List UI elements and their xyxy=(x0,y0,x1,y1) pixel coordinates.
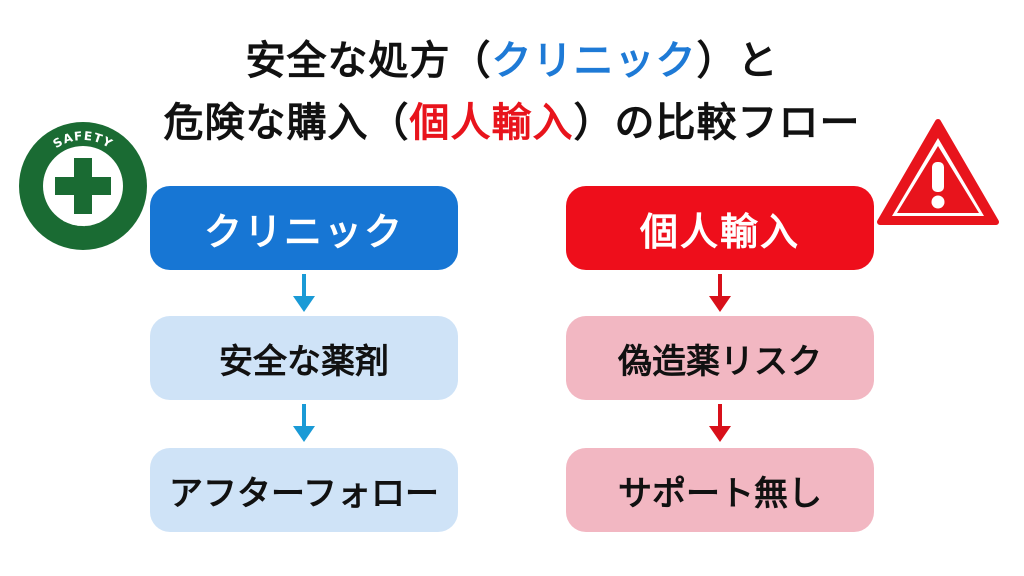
no-support-label: サポート無し xyxy=(618,473,822,514)
no-support-box: サポート無し xyxy=(566,448,874,532)
personal-import-header-label: 個人輸入 xyxy=(639,209,800,254)
title-line-1-prefix: 安全な処方（ xyxy=(245,38,492,84)
clinic-header-label: クリニック xyxy=(203,209,404,254)
svg-text:FIRST: FIRST xyxy=(61,210,105,229)
title-line-1: 安全な処方（クリニック）と xyxy=(0,28,1024,86)
safety-first-badge-icon: SAFETY FIRST xyxy=(19,122,147,250)
title-clinic-highlight: クリニック xyxy=(491,38,697,84)
svg-text:SAFETY: SAFETY xyxy=(51,129,116,151)
safe-medicine-box: 安全な薬剤 xyxy=(150,316,458,400)
badge-top-text: SAFETY xyxy=(51,129,115,151)
personal-import-header-box: 個人輸入 xyxy=(566,186,874,270)
title-line-2-suffix: ）の比較フロー xyxy=(573,100,861,146)
title-line-1-suffix: ）と xyxy=(696,38,779,84)
title-line-2: 危険な購入（個人輸入）の比較フロー xyxy=(0,90,1024,148)
title-import-highlight: 個人輸入 xyxy=(409,100,574,146)
clinic-header-box: クリニック xyxy=(150,186,458,270)
down-arrow-icon xyxy=(293,274,315,312)
counterfeit-risk-box: 偽造薬リスク xyxy=(566,316,874,400)
down-arrow-icon xyxy=(293,404,315,442)
green-cross-icon xyxy=(55,158,111,214)
warning-triangle-icon xyxy=(877,119,999,225)
safe-medicine-label: 安全な薬剤 xyxy=(219,341,389,382)
after-follow-label: アフターフォロー xyxy=(169,473,439,514)
after-follow-box: アフターフォロー xyxy=(150,448,458,532)
badge-bottom-text: FIRST xyxy=(61,210,104,229)
down-arrow-icon xyxy=(709,404,731,442)
down-arrow-icon xyxy=(709,274,731,312)
title-line-2-prefix: 危険な購入（ xyxy=(163,100,410,146)
counterfeit-risk-label: 偽造薬リスク xyxy=(618,341,822,382)
